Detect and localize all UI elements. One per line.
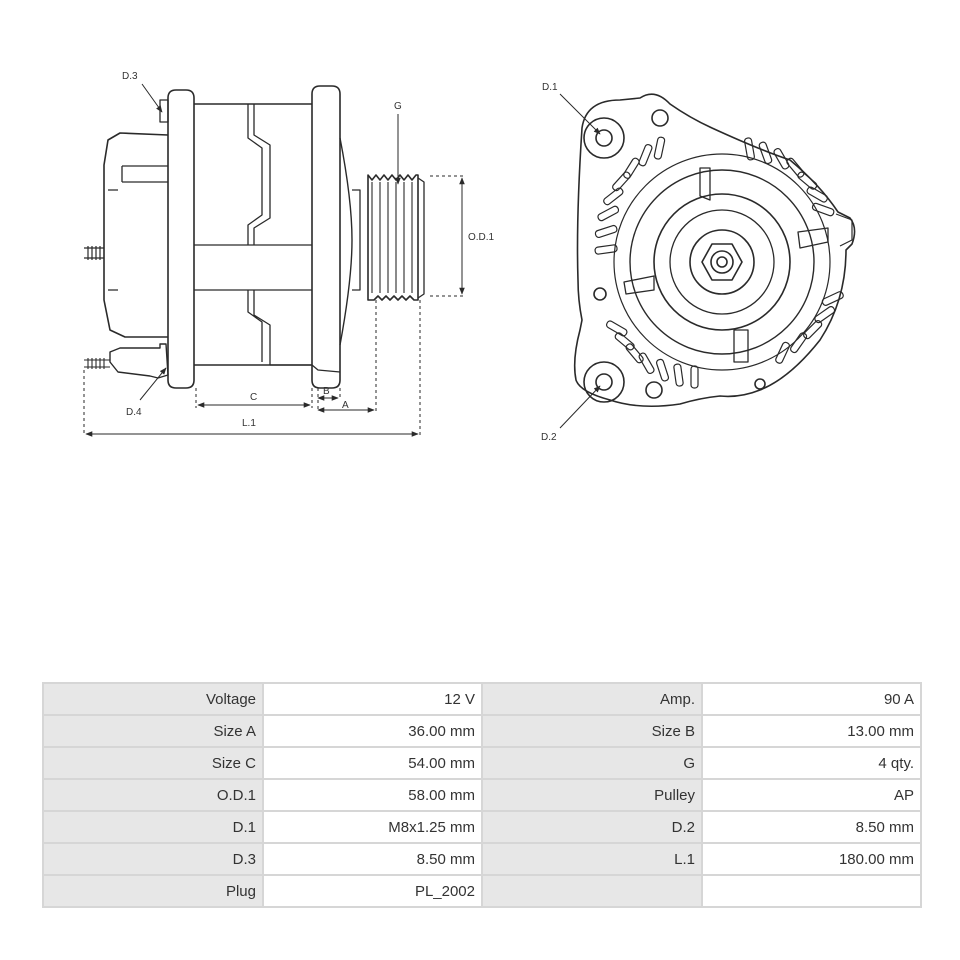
spec-value: 54.00 mm (262, 746, 483, 780)
dimension-lines (83, 83, 466, 437)
rear-flange (167, 89, 195, 389)
stator-body (194, 103, 312, 366)
label-d2: D.2 (541, 432, 557, 443)
front-flange (311, 85, 341, 389)
front-pulley (653, 193, 791, 331)
front-view (559, 93, 856, 429)
spec-row: O.D.1 58.00 mm Pulley AP (42, 778, 922, 812)
label-b: B (323, 386, 330, 397)
front-leaders (559, 93, 601, 429)
spec-key: Plug (42, 874, 264, 908)
cooling-slots (594, 136, 844, 389)
spec-key: Size B (481, 714, 703, 748)
spec-value: 58.00 mm (262, 778, 483, 812)
spec-key: Size A (42, 714, 264, 748)
label-a: A (342, 400, 349, 411)
spec-table: Voltage 12 V Amp. 90 A Size A 36.00 mm S… (42, 682, 922, 908)
d2-mount-hole (583, 361, 625, 403)
spec-key: Pulley (481, 778, 703, 812)
vent-ring (613, 153, 831, 371)
label-d3: D.3 (122, 71, 138, 82)
rear-cover (103, 132, 169, 338)
spec-key: G (481, 746, 703, 780)
label-d1: D.1 (542, 82, 558, 93)
spec-key (481, 874, 703, 908)
spec-key: D.3 (42, 842, 264, 876)
alternator-drawing: D.3 D.4 C B A L.1 G O.D.1 D.1 D.2 (0, 0, 960, 470)
spec-value: PL_2002 (262, 874, 483, 908)
spec-row: Voltage 12 V Amp. 90 A (42, 682, 922, 716)
spec-row: D.3 8.50 mm L.1 180.00 mm (42, 842, 922, 876)
spec-key: O.D.1 (42, 778, 264, 812)
spec-key: L.1 (481, 842, 703, 876)
pulley (367, 174, 425, 301)
spec-key: D.1 (42, 810, 264, 844)
spec-value: 180.00 mm (701, 842, 922, 876)
plug (109, 343, 169, 379)
spec-value: AP (701, 778, 922, 812)
spec-value: 90 A (701, 682, 922, 716)
spec-value: 8.50 mm (701, 810, 922, 844)
spec-value: 8.50 mm (262, 842, 483, 876)
spec-value (701, 874, 922, 908)
label-d4: D.4 (126, 407, 142, 418)
spec-value: 36.00 mm (262, 714, 483, 748)
label-od1: O.D.1 (468, 232, 495, 243)
spec-key: Amp. (481, 682, 703, 716)
side-view (84, 85, 425, 389)
shaft-nut (701, 243, 743, 281)
spec-row: Size C 54.00 mm G 4 qty. (42, 746, 922, 780)
spec-row: D.1 M8x1.25 mm D.2 8.50 mm (42, 810, 922, 844)
spec-value: 13.00 mm (701, 714, 922, 748)
d1-mount-hole (583, 117, 625, 159)
label-l1: L.1 (242, 418, 256, 429)
rear-stud (84, 246, 104, 260)
spec-value: 12 V (262, 682, 483, 716)
spec-row: Plug PL_2002 (42, 874, 922, 908)
spec-key: D.2 (481, 810, 703, 844)
label-c: C (250, 392, 257, 403)
spec-value: 4 qty. (701, 746, 922, 780)
spec-value: M8x1.25 mm (262, 810, 483, 844)
spec-key: Size C (42, 746, 264, 780)
spec-key: Voltage (42, 682, 264, 716)
spec-row: Size A 36.00 mm Size B 13.00 mm (42, 714, 922, 748)
label-g: G (394, 101, 402, 112)
front-housing (573, 93, 856, 408)
